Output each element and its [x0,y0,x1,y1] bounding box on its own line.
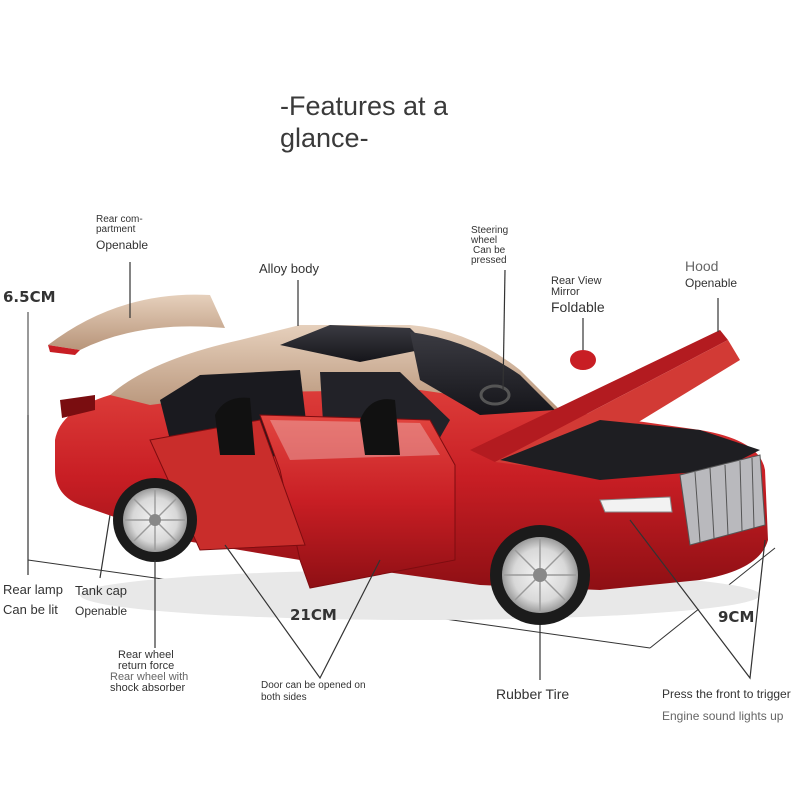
rear-wheel-line-2: return force [118,660,175,672]
page-title: -Features at a glance- [280,90,448,154]
tank-cap-label: Tank cap Openable [75,584,127,618]
height-dimension-label: 6.5CM [3,288,56,306]
rear-wheel-line-3: Rear wheel with [110,671,189,683]
door-line-1: Door can be opened on [261,680,366,691]
title-line-2: glance- [280,123,369,153]
mirror-foldable: Foldable [551,299,605,315]
rear-compartment-label: Rear com- partment Openable [96,215,148,252]
rear-view-mirror-label: Rear View Mirror Foldable [551,275,605,316]
hood-label: Hood Openable [685,258,737,290]
front-wheel [490,525,590,625]
rubber-tire-label: Rubber Tire [496,686,570,702]
door-line [224,544,381,680]
tank-cap-line [99,514,111,579]
tank-cap-openable: Openable [75,604,128,618]
rear-wheel-line-1: Rear wheel [118,649,174,661]
rear-compartment-line-2: partment [96,224,136,235]
rear-wheel-line-4: shock absorber [110,682,186,694]
rear-lamp-title: Rear lamp [3,582,63,597]
length-dimension-label: 21CM [290,606,337,624]
rear-lamp-can-be-lit: Can be lit [3,602,58,617]
rear-lamp-label: Rear lamp Can be lit [3,583,63,616]
tank-cap-title: Tank cap [75,583,128,598]
hood-openable: Openable [685,276,738,290]
rear-wheel-label: Rear wheel return force Rear wheel with … [110,650,188,694]
front-trigger-line-1: Press the front to trigger [662,687,791,701]
door-label: Door can be opened on both sides [261,680,366,704]
mirror-line-1: Rear View [551,275,602,287]
steering-wheel-line-1: Steering [471,225,509,236]
width-dimension-label: 9CM [718,608,755,626]
front-trigger-label: Press the front to trigger Engine sound … [662,688,791,723]
steering-wheel-line [502,269,506,391]
rear-compartment-line-1: Rear com- [96,214,143,225]
steering-wheel-line-2: wheel [471,235,498,246]
title-line-1: -Features at a [280,91,449,121]
callout-lines [27,262,766,680]
steering-wheel-line-4: pressed [471,255,507,266]
front-trigger-line-2: Engine sound lights up [662,709,784,723]
front-trigger-line [629,519,766,680]
rear-compartment-openable: Openable [96,238,149,252]
alloy-body-label: Alloy body [259,261,319,276]
car-body [48,294,768,620]
hood-title: Hood [685,258,719,274]
rear-wheel [113,478,197,562]
mirror-line-2: Mirror [551,286,580,298]
door-line-2: both sides [261,692,307,703]
steering-wheel-label: Steering wheel Can be pressed [471,226,508,266]
steering-wheel-line-3: Can be [473,245,506,256]
